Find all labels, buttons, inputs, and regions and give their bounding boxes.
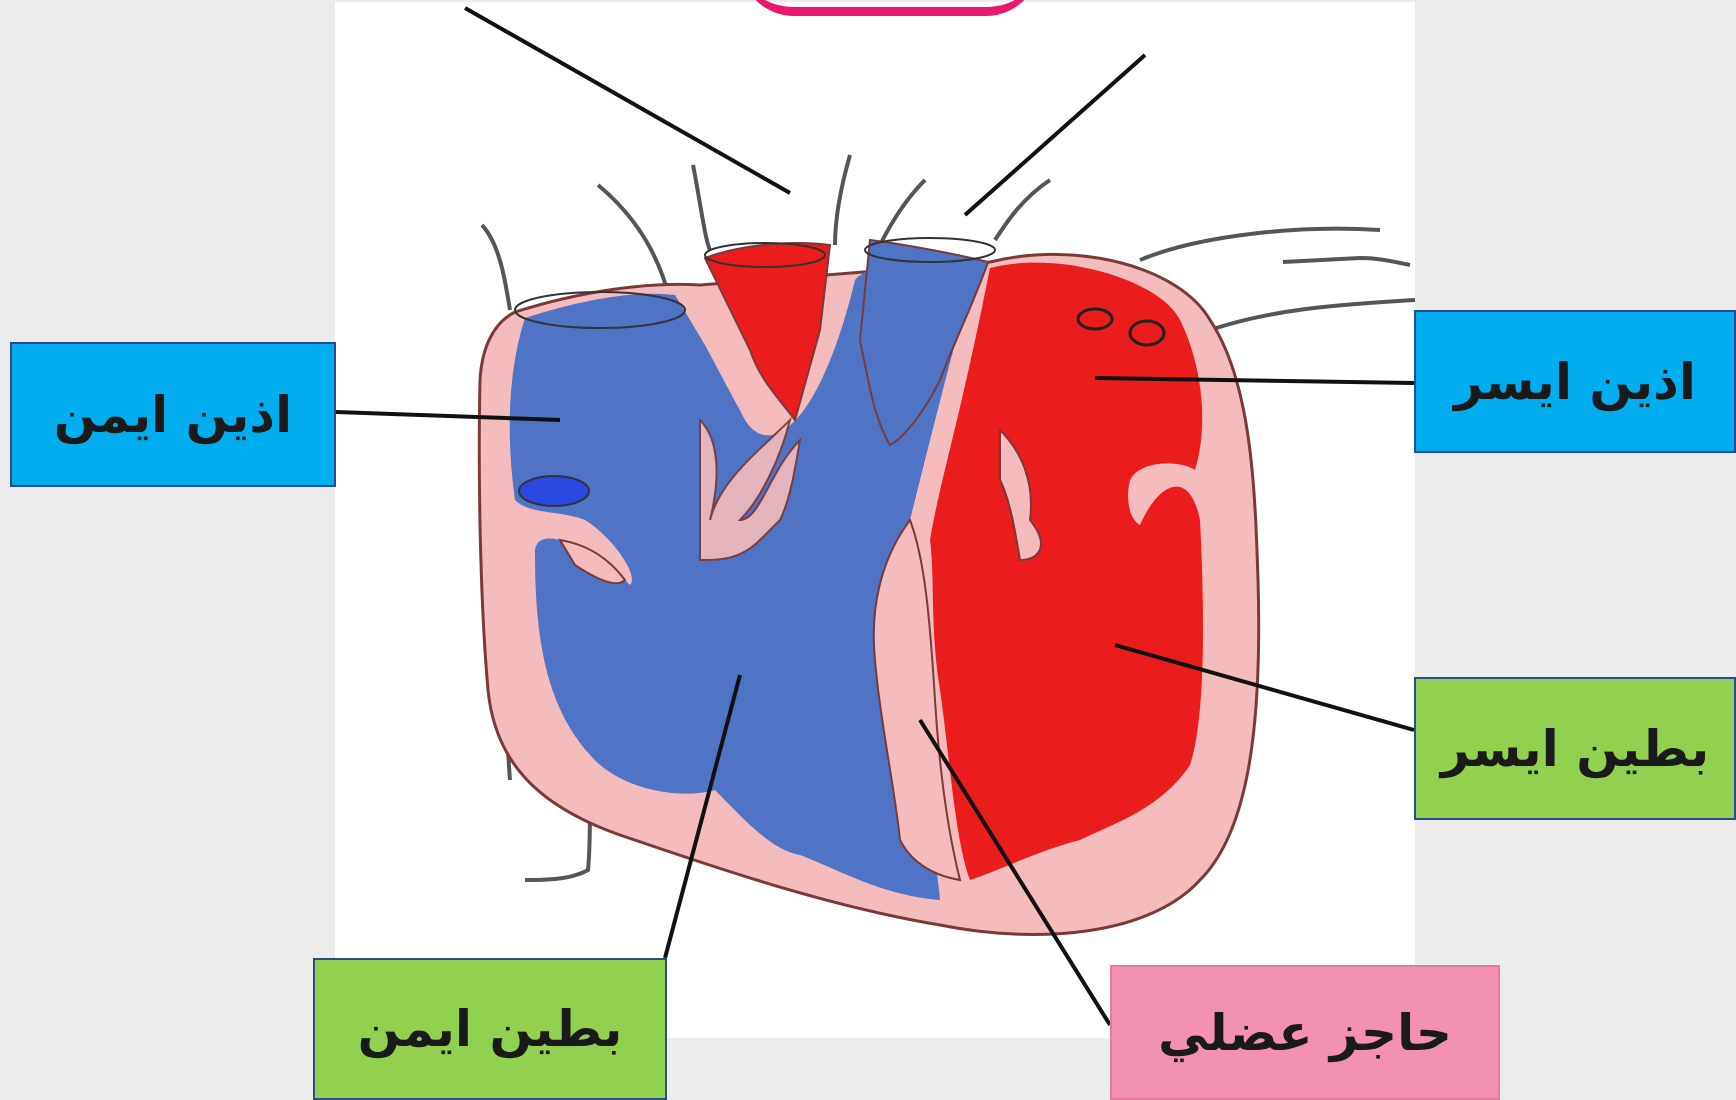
blue-valve — [519, 476, 589, 506]
label-left-atrium: اذين ايسر — [1414, 310, 1736, 453]
label-septum: حاجز عضلي — [1110, 965, 1500, 1100]
label-right-atrium: اذين ايمن — [10, 342, 336, 487]
label-left-ventricle: بطين ايسر — [1414, 677, 1736, 820]
leader-top-right — [965, 55, 1145, 215]
leader-top-left — [465, 8, 790, 193]
label-right-ventricle: بطين ايمن — [313, 958, 667, 1100]
